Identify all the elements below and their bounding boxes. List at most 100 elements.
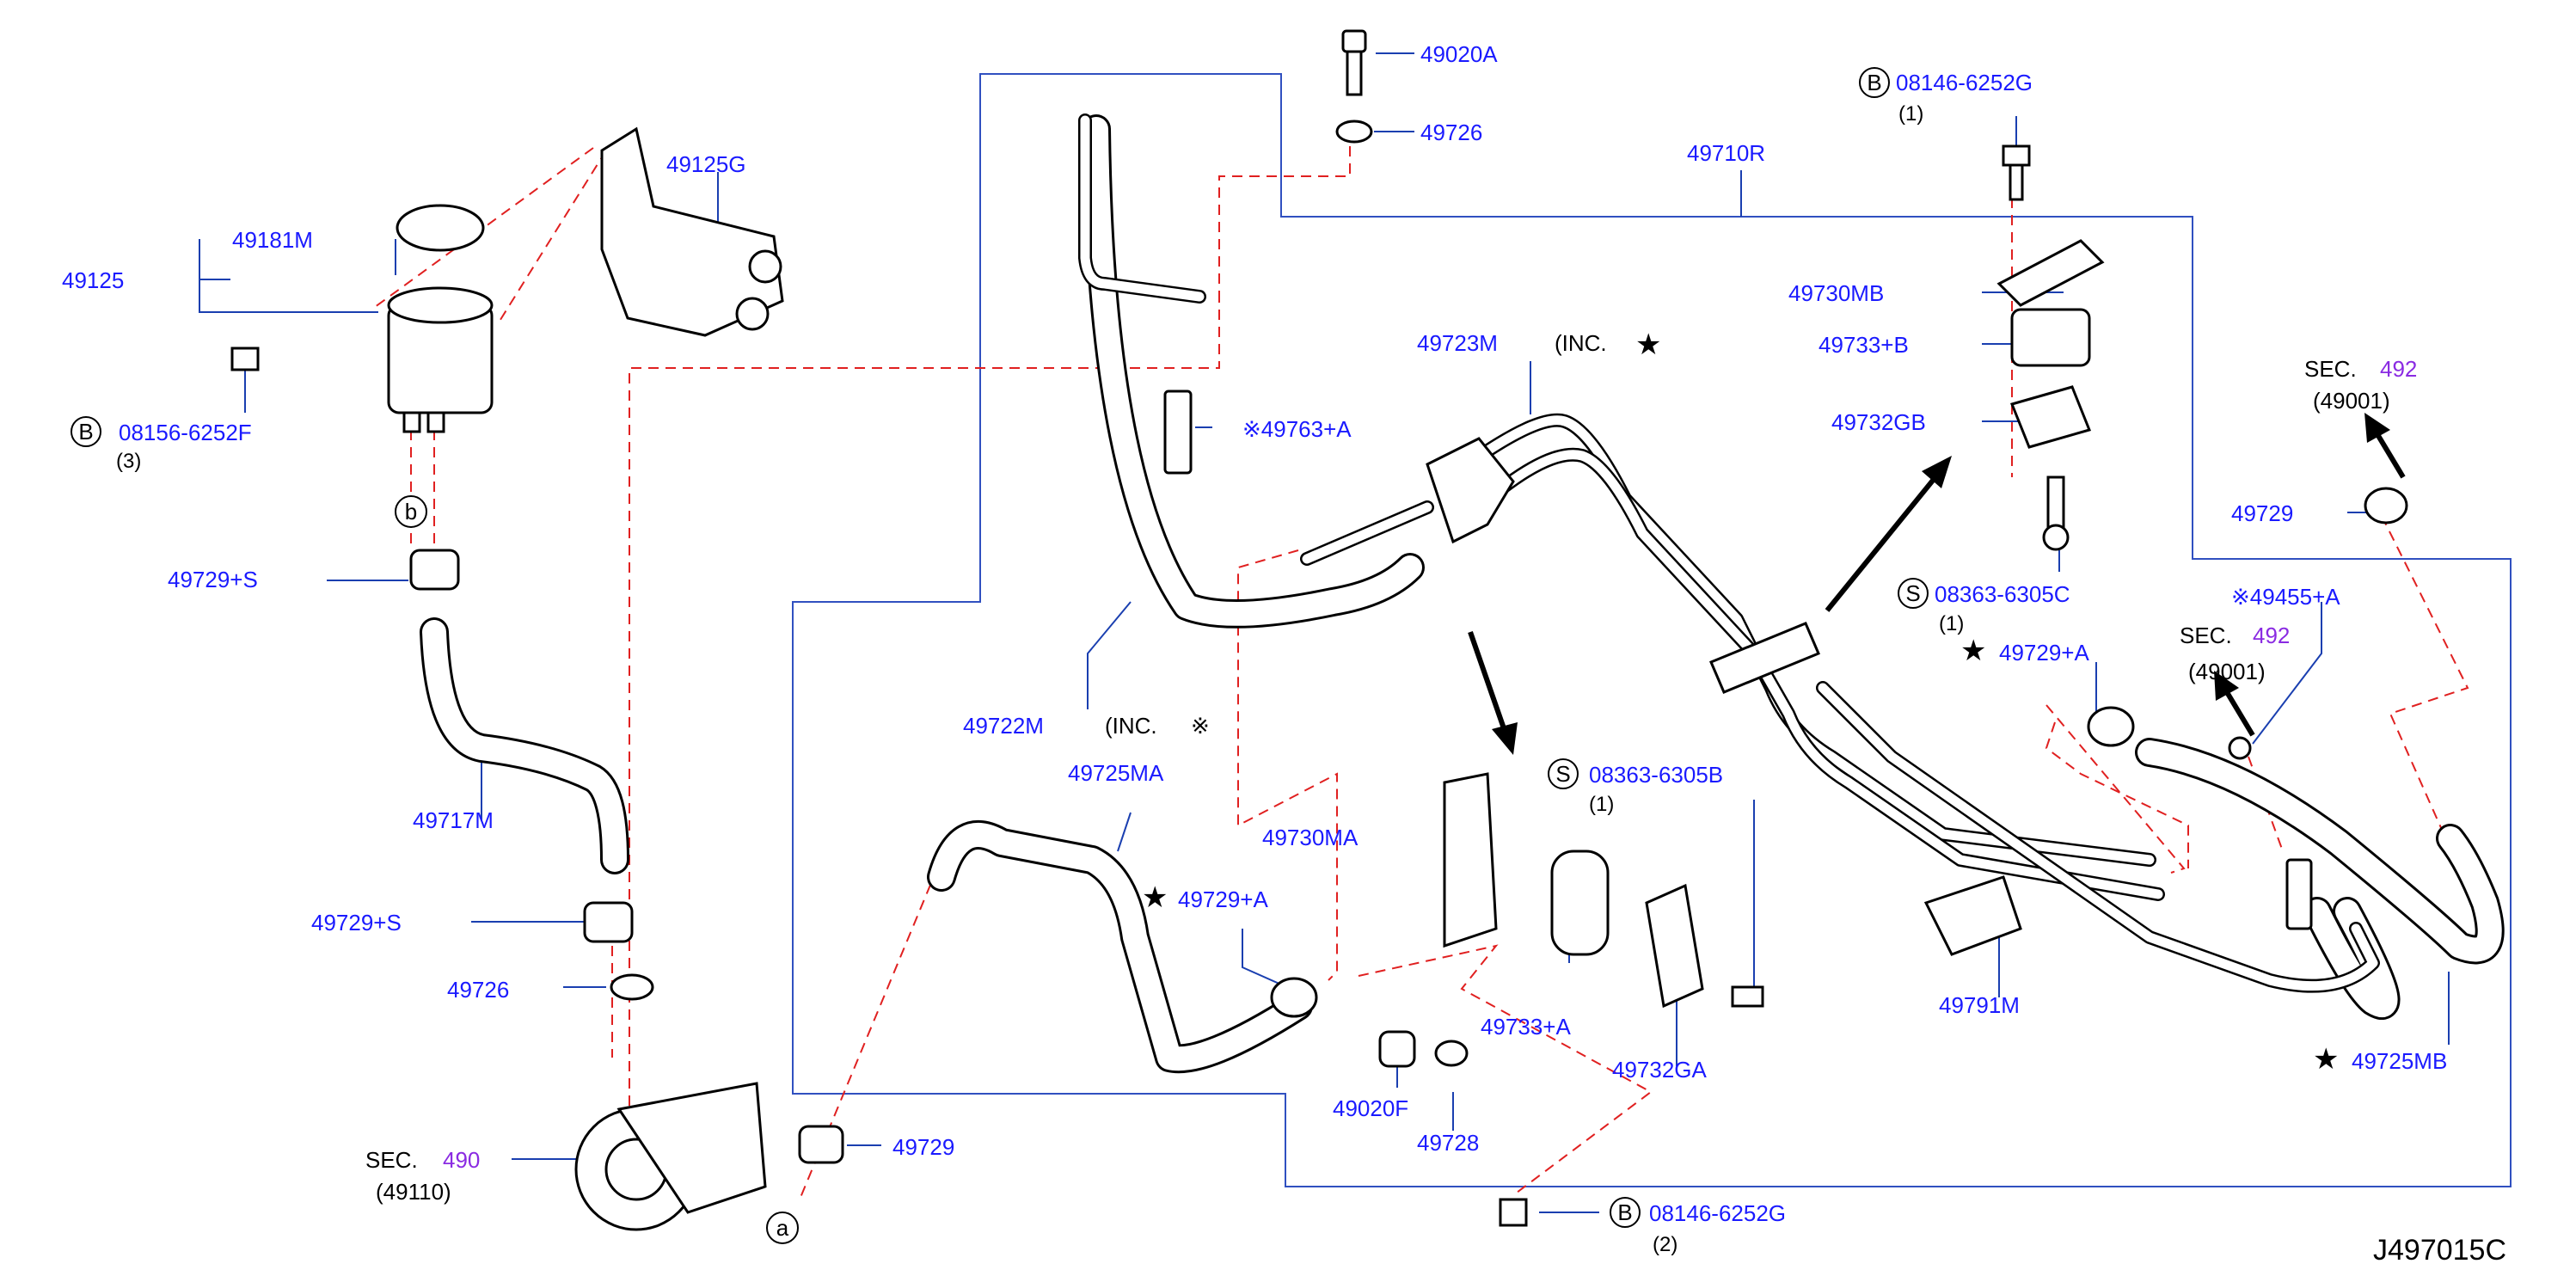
label-sec-492-b: 492 [2253, 623, 2290, 648]
oring-49455A [2228, 736, 2252, 760]
label-qty1-b: (1) [1589, 793, 1614, 816]
label-49455A: ※49455+A [2231, 584, 2340, 610]
bolt-49020A [1341, 29, 1367, 53]
label-49722M: 49722M [963, 713, 1044, 739]
clamp-49729S-low [583, 901, 634, 943]
label-08363-6305B: 08363-6305B [1589, 762, 1723, 788]
bushing-49020F [1378, 1030, 1416, 1068]
marker-a: a [766, 1212, 799, 1244]
bolt-08363B [1731, 985, 1764, 1008]
label-sec-490: 490 [443, 1147, 480, 1173]
label-49729-l: 49729 [892, 1134, 954, 1160]
label-49733B: 49733+B [1819, 332, 1909, 358]
marker-b: b [395, 495, 427, 528]
label-49001-b: (49001) [2188, 659, 2266, 684]
label-sec-492-b-word: SEC. [2180, 623, 2232, 648]
reservoir-cap [396, 204, 485, 252]
label-49732GB: 49732GB [1831, 409, 1926, 435]
label-49730MB: 49730MB [1788, 280, 1884, 306]
symbol-B-bot: B [1617, 1199, 1632, 1225]
label-inc-ref: (INC. [1105, 713, 1157, 739]
label-49717M: 49717M [413, 807, 494, 833]
star-icon: ★ [1635, 328, 1661, 362]
tubes [1078, 113, 2380, 993]
clamp-49729A-l [1270, 977, 1318, 1018]
label-49723M: 49723M [1417, 330, 1498, 356]
symbol-S-b: S [1555, 761, 1570, 787]
label-inc-star: (INC. [1555, 330, 1607, 356]
bolt-08146-top [2002, 144, 2031, 167]
star-icon: ★ [1960, 634, 1986, 668]
label-49020A: 49020A [1420, 41, 1498, 67]
label-49125G: 49125G [666, 151, 746, 177]
label-08363-6305C: 08363-6305C [1935, 581, 2070, 607]
label-49020F: 49020F [1333, 1095, 1408, 1121]
bolt-08156 [230, 347, 260, 371]
part-labels: 49020A 49726 49710R 08146-6252G (1) 4912… [62, 41, 2506, 1267]
bolt-08146-bot [1499, 1198, 1528, 1227]
label-49730MA: 49730MA [1262, 825, 1359, 850]
symbol-S-c: S [1905, 580, 1920, 606]
label-49729A-l: 49729+A [1178, 886, 1268, 912]
label-49791M: 49791M [1939, 992, 2020, 1018]
label-sec-490-word: SEC. [365, 1147, 418, 1173]
label-49725MB: 49725MB [2352, 1048, 2447, 1074]
label-sec-492-a-word: SEC. [2304, 356, 2357, 382]
label-49725MA: 49725MA [1068, 760, 1164, 786]
clamp-49729A-r [2087, 706, 2135, 747]
label-49728: 49728 [1417, 1130, 1479, 1156]
fitting-49725MB [2285, 858, 2313, 930]
label-08146-6252G-bot: 08146-6252G [1649, 1200, 1786, 1226]
symbol-B-top: B [1867, 70, 1881, 95]
label-49125: 49125 [62, 267, 124, 293]
clamp-49729S-top [409, 549, 460, 591]
star-markers: ★ ★ ★ ★ [1142, 328, 2339, 1077]
label-49726-top: 49726 [1420, 120, 1482, 145]
label-49181M: 49181M [232, 227, 313, 253]
bracket-49730MA [1426, 437, 1515, 544]
bracket-49732GA [1645, 883, 1704, 1009]
label-49733A: 49733+A [1481, 1014, 1571, 1040]
label-49710R: 49710R [1687, 140, 1765, 166]
leader-lines [199, 52, 2450, 1213]
bracket-49732GB [2009, 385, 2092, 449]
label-qty1-c: (1) [1939, 612, 1964, 635]
bracket-49125G [600, 126, 784, 337]
clamp-49729-l [798, 1125, 844, 1164]
label-08146-6252G-top: 08146-6252G [1896, 70, 2033, 95]
direction-arrows [1468, 413, 2406, 755]
label-08156-6252F: 08156-6252F [119, 420, 252, 445]
washer-49726-top [1335, 120, 1373, 144]
label-49726-low: 49726 [447, 977, 509, 1003]
label-49001-a: (49001) [2313, 388, 2390, 414]
plate-49730MB [1996, 239, 2105, 307]
bolt-08363C [2046, 475, 2065, 531]
label-49729-r: 49729 [2231, 500, 2293, 526]
label-qty3: (3) [116, 450, 141, 473]
label-49729A-r: 49729+A [1999, 640, 2089, 666]
label-49763A: ※49763+A [1242, 416, 1352, 442]
tube-bracket [1709, 622, 1820, 694]
seal-49728 [1434, 1040, 1469, 1067]
symbol-circles: B B S S B [71, 67, 1929, 1228]
clamp-49729-r [2364, 487, 2408, 525]
ref-mark-icon: ※ [1191, 713, 1210, 739]
block-49733A [1550, 850, 1610, 956]
label-49729S-top: 49729+S [168, 567, 258, 592]
clip-49730MA [1443, 772, 1498, 948]
clip-49791M [1923, 875, 2022, 956]
label-49729S-low: 49729+S [311, 910, 402, 936]
marker-b-text: b [405, 499, 417, 525]
label-49732GA: 49732GA [1612, 1057, 1708, 1083]
sensor-49763A [1163, 390, 1193, 475]
assembly-dashed-lines [371, 129, 2469, 1200]
marker-a-text: a [776, 1215, 789, 1241]
washer-49726-low [610, 973, 654, 1001]
label-qty1-top: (1) [1898, 102, 1923, 126]
star-icon: ★ [2313, 1042, 2339, 1077]
symbol-B-left: B [78, 419, 93, 445]
parts [230, 29, 2408, 1231]
label-sec-492-a: 492 [2380, 356, 2417, 382]
block-49733B [2010, 308, 2091, 367]
